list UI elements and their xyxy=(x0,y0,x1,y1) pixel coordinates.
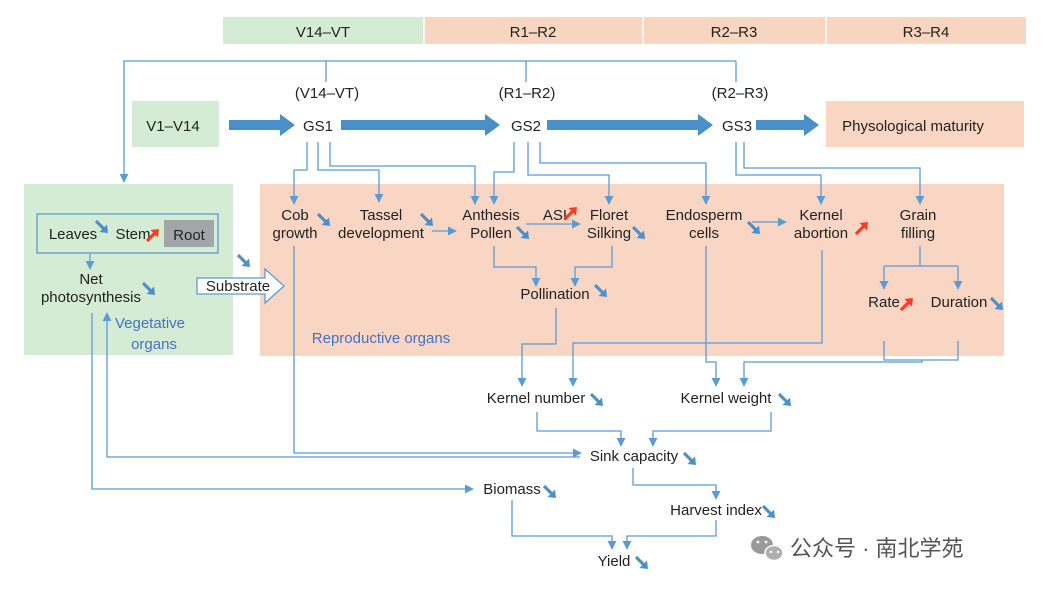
duration-label: Duration xyxy=(931,294,988,311)
endosperm-cells-line1: Endosperm xyxy=(666,207,743,224)
stage-label-r3-r4: R3–R4 xyxy=(903,24,950,41)
stage-label-v14-vt: V14–VT xyxy=(296,24,350,41)
net-photosynthesis-line2: photosynthesis xyxy=(41,289,141,306)
watermark-text: 公众号 · 南北学苑 xyxy=(790,536,964,561)
organs-box xyxy=(36,213,219,254)
kernel-number-down-arrow-icon xyxy=(589,392,605,408)
rate-label: Rate xyxy=(868,294,900,311)
stage-arrows xyxy=(229,114,819,136)
kernel-weight-down-arrow-icon xyxy=(777,392,793,408)
stage-bar-cell-v14-vt xyxy=(223,17,424,44)
grain-filling-line1: Grain xyxy=(900,207,937,224)
stage-arrow-3 xyxy=(547,114,713,136)
start-stage-box xyxy=(132,101,219,147)
gs2-label: GS2 xyxy=(511,118,541,135)
biomass-label: Biomass xyxy=(483,481,541,498)
harvest-index-label: Harvest index xyxy=(670,502,762,519)
endosperm-cells-line2: cells xyxy=(689,225,719,242)
substrate-down-arrow-icon xyxy=(236,253,252,269)
cob-growth-line1: Cob xyxy=(281,207,309,224)
vegetative-organs-label-line2: organs xyxy=(131,336,177,353)
maturity-label: Physological maturity xyxy=(842,118,984,135)
stage-bar-cell-r1-r2 xyxy=(424,17,643,44)
stage-bar: V14–VT R1–R2 R2–R3 R3–R4 xyxy=(223,17,1026,44)
kernel-abortion-line2: abortion xyxy=(794,225,848,242)
sink-capacity-down-arrow-icon xyxy=(682,451,698,467)
substrate-label: Substrate xyxy=(206,278,270,295)
anthesis-line1: Anthesis xyxy=(462,207,520,224)
watermark: 公众号 · 南北学苑 xyxy=(751,536,964,562)
stage-arrow-2 xyxy=(341,114,500,136)
maturity-box xyxy=(826,101,1024,147)
gs1-label: GS1 xyxy=(303,118,333,135)
grain-filling-line2: filling xyxy=(901,225,935,242)
floret-silking-line2: Silking xyxy=(587,225,631,242)
stage-bar-cell-r3-r4 xyxy=(826,17,1026,44)
connectors xyxy=(85,60,963,550)
gs3-label: GS3 xyxy=(722,118,752,135)
leaves-label: Leaves xyxy=(49,226,97,243)
stage-arrow-1 xyxy=(229,114,295,136)
asi-label: ASI xyxy=(543,207,567,224)
reproductive-organs-panel xyxy=(260,184,1004,356)
kernel-weight-label: Kernel weight xyxy=(681,390,773,407)
pollination-label: Pollination xyxy=(520,286,589,303)
wechat-icon xyxy=(751,536,784,562)
root-box xyxy=(164,220,214,247)
kernel-number-label: Kernel number xyxy=(487,390,585,407)
root-label: Root xyxy=(173,227,206,244)
biomass-down-arrow-icon xyxy=(542,484,558,500)
substrate-arrow xyxy=(196,267,285,305)
floret-silking-line1: Floret xyxy=(590,207,629,224)
kernel-abortion-line1: Kernel xyxy=(799,207,842,224)
yield-label: Yield xyxy=(598,553,631,570)
stage-label-r1-r2: R1–R2 xyxy=(510,24,557,41)
stage-label-r2-r3: R2–R3 xyxy=(711,24,758,41)
paren-stage-r2-r3: (R2–R3) xyxy=(712,85,769,102)
cob-growth-line2: growth xyxy=(272,225,317,242)
vegetative-organs-label-line1: Vegetative xyxy=(115,315,185,332)
sink-capacity-label: Sink capacity xyxy=(590,448,679,465)
stage-bar-cell-r2-r3 xyxy=(643,17,826,44)
tassel-development-line2: development xyxy=(338,225,425,242)
reproductive-organs-label: Reproductive organs xyxy=(312,330,450,347)
paren-stage-r1-r2: (R1–R2) xyxy=(499,85,556,102)
start-stage-label: V1–V14 xyxy=(146,118,199,135)
stem-label: Stem xyxy=(115,226,150,243)
harvest-index-down-arrow-icon xyxy=(761,504,777,520)
tassel-development-line1: Tassel xyxy=(360,207,403,224)
yield-down-arrow-icon xyxy=(634,555,650,571)
net-photosynthesis-line1: Net xyxy=(79,271,103,288)
anthesis-line2: Pollen xyxy=(470,225,512,242)
stage-arrow-4 xyxy=(756,114,819,136)
vegetative-organs-panel xyxy=(24,184,233,355)
paren-stage-v14-vt: (V14–VT) xyxy=(295,85,359,102)
